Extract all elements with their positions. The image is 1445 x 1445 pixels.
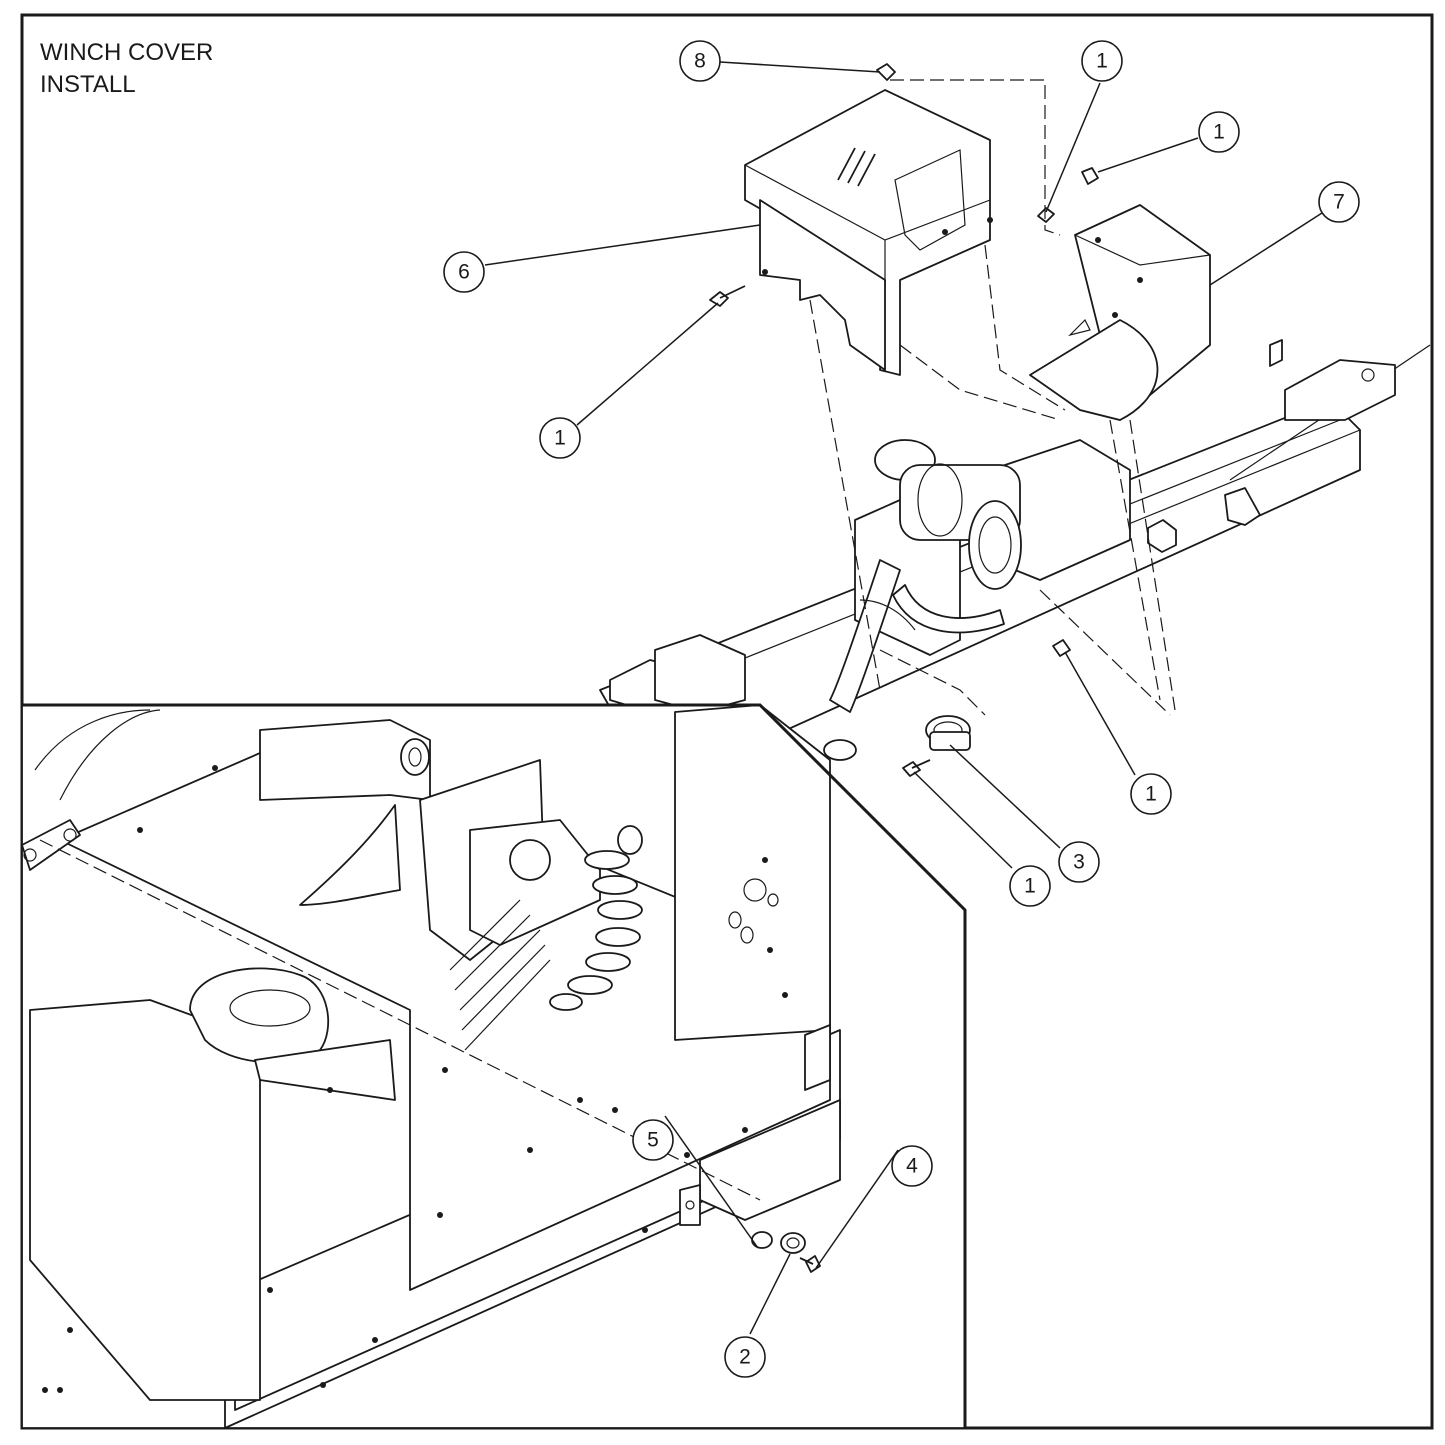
balloon-3: 3: [1058, 841, 1100, 883]
svg-text:8: 8: [694, 50, 706, 73]
svg-text:1: 1: [1145, 783, 1157, 806]
balloon-4: 4: [891, 1145, 933, 1187]
bolt-icon-lower: [1052, 639, 1071, 657]
balloon-1-top-center: 1: [1081, 40, 1123, 82]
balloon-6: 6: [443, 251, 485, 293]
title-line-2: INSTALL: [40, 71, 136, 98]
svg-text:6: 6: [458, 261, 470, 284]
clamp-part-3: [925, 715, 971, 751]
winch-cover-part-6: [744, 89, 993, 376]
svg-text:1: 1: [554, 427, 566, 450]
balloon-8: 8: [679, 40, 721, 82]
balloon-1-left: 1: [539, 417, 581, 459]
inset-border: [22, 703, 967, 1428]
washer-part-5: [751, 1231, 773, 1249]
cover-vent-slots: [837, 147, 876, 187]
svg-text:2: 2: [739, 1346, 751, 1369]
fasteners-upper: [709, 63, 1099, 777]
panel-holes: [42, 765, 788, 1393]
assembly-dash-lines: [809, 79, 1176, 716]
inset-detail-view: [21, 704, 966, 1429]
balloon-7: 7: [1318, 181, 1360, 223]
leader-lines: [484, 61, 1323, 1335]
bolt-icon-center: [1037, 207, 1055, 223]
balloon-1-lower-right: 1: [1130, 773, 1172, 815]
svg-text:7: 7: [1333, 191, 1345, 214]
balloon-1-bottom: 1: [1009, 865, 1051, 907]
svg-text:4: 4: [906, 1155, 918, 1178]
bushing-part-2: [780, 1232, 806, 1254]
nut-icon-top: [876, 63, 896, 81]
balloon-5: 5: [632, 1119, 674, 1161]
svg-text:1: 1: [1024, 875, 1036, 898]
title-line-1: WINCH COVER: [40, 39, 213, 66]
winch-assembly: [829, 439, 1131, 713]
wire-loops: [449, 825, 643, 1051]
balloon-1-top-right: 1: [1198, 111, 1240, 153]
svg-text:1: 1: [1096, 50, 1108, 73]
svg-text:3: 3: [1073, 851, 1085, 874]
winch-cover-part-7: [1029, 204, 1211, 421]
balloon-2: 2: [724, 1336, 766, 1378]
bolt-icon-top-left: [709, 285, 746, 307]
drawing-title: WINCH COVER INSTALL: [40, 39, 213, 98]
bolt-icon-right: [1081, 167, 1099, 185]
bolt-icon-clamp: [902, 759, 931, 777]
svg-text:1: 1: [1213, 121, 1225, 144]
svg-text:5: 5: [647, 1129, 659, 1152]
